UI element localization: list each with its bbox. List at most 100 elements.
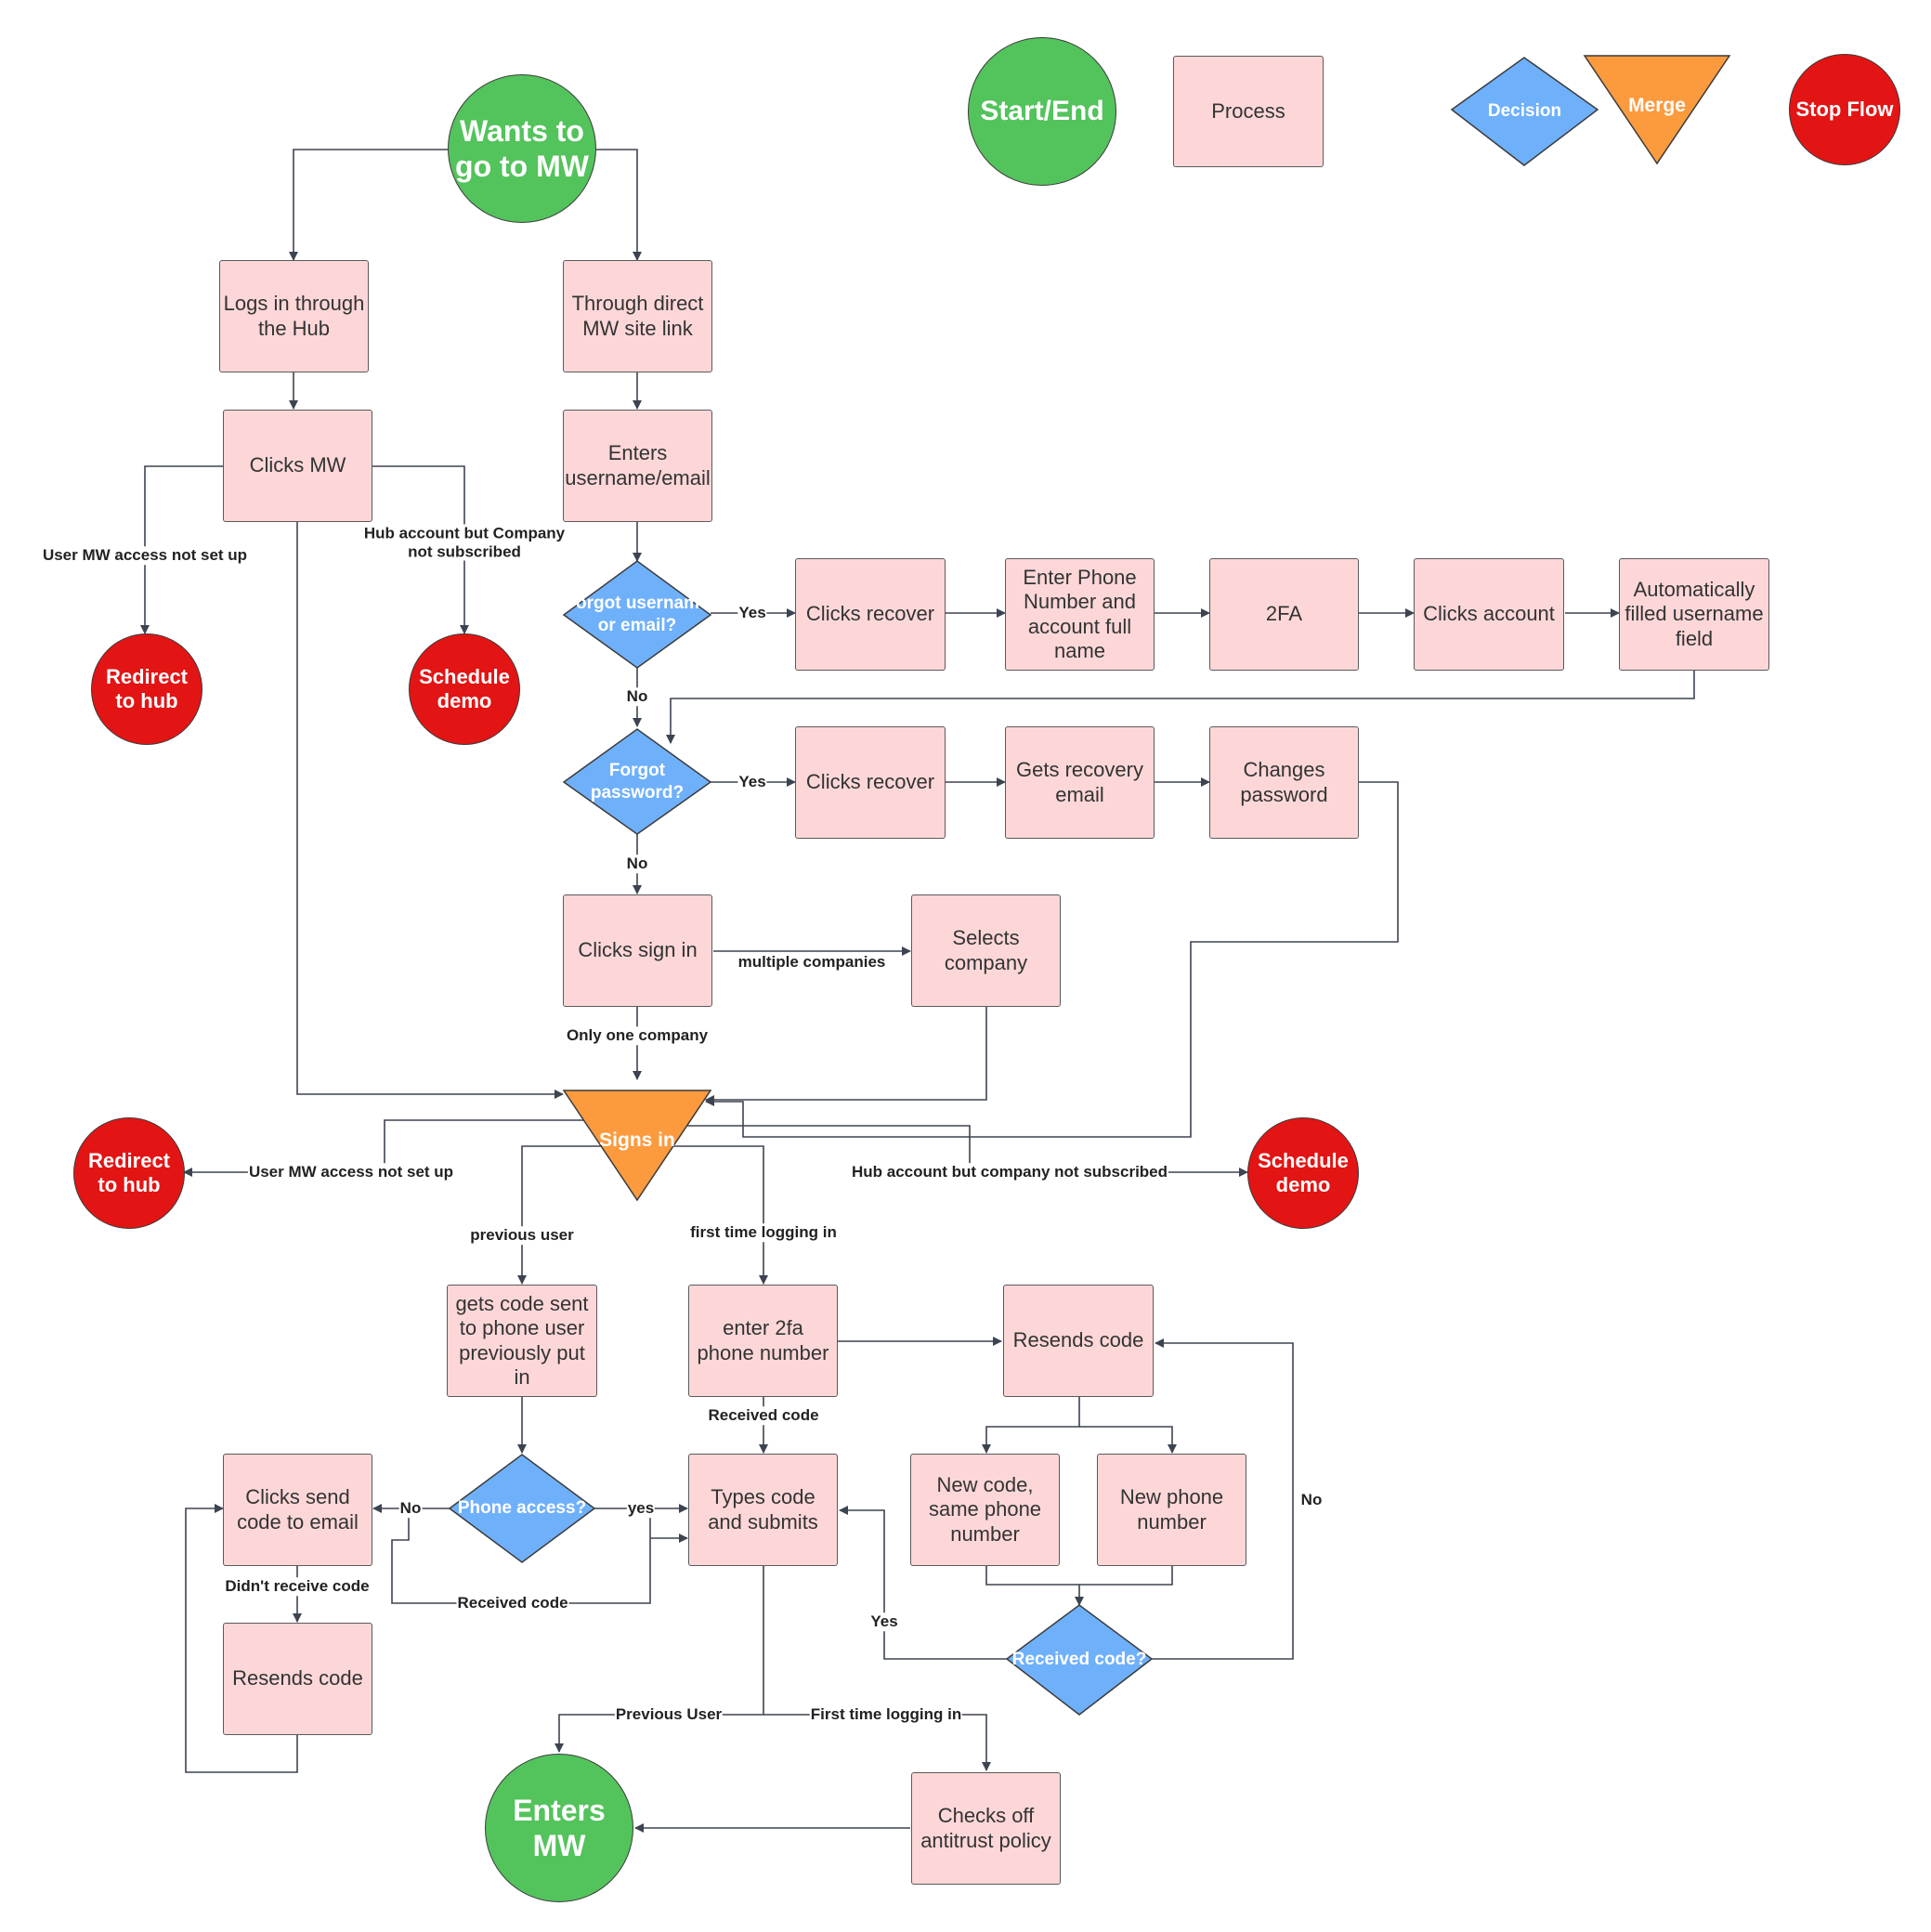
edge-label-no-2: No bbox=[625, 855, 649, 873]
connectors bbox=[140, 149, 1695, 1833]
edge-clicksmw-to-signsin bbox=[296, 522, 564, 1099]
types-code-node: Types code and submits bbox=[688, 1454, 838, 1566]
edge-changes-to-signsin bbox=[705, 781, 1399, 1138]
legend-decision-shape bbox=[1450, 57, 1599, 166]
forgot-username-label: Forgot username or email? bbox=[565, 593, 710, 635]
enter-2fa-phone-label: enter 2fa phone number bbox=[697, 1316, 829, 1364]
selects-company-label: Selects company bbox=[944, 926, 1028, 974]
edge-signsin-firsttime bbox=[671, 1145, 768, 1285]
edge-label-user-mw-access-2: User MW access not set up bbox=[247, 1163, 455, 1181]
resends-code-label-1: Resends code bbox=[1012, 1328, 1144, 1352]
clicks-account-node: Clicks account bbox=[1414, 558, 1564, 671]
legend-start-end: Start/End bbox=[968, 37, 1116, 186]
changes-password-node: Changes password bbox=[1209, 726, 1359, 839]
edge-start-to-direct bbox=[596, 149, 642, 261]
gets-recovery-node: Gets recovery email bbox=[1005, 726, 1155, 839]
legend-start-end-label: Start/End bbox=[980, 96, 1104, 126]
new-phone-label: New phone number bbox=[1119, 1485, 1224, 1534]
new-code-same-label: New code, same phone number bbox=[928, 1472, 1042, 1546]
shapes bbox=[448, 55, 1731, 1716]
edge-label-previous-user-2: Previous User bbox=[614, 1705, 724, 1724]
enters-username-node: Enters username/email bbox=[563, 410, 712, 522]
edge-phoneaccess-no-loop bbox=[391, 1508, 651, 1604]
legend-stop-flow: Stop Flow bbox=[1789, 54, 1900, 165]
gets-recovery-label: Gets recovery email bbox=[1016, 758, 1143, 806]
edge-label-only-one-company: Only one company bbox=[565, 1026, 710, 1045]
clicks-recover-label-2: Clicks recover bbox=[805, 770, 935, 794]
edge-start-to-hub bbox=[289, 149, 448, 261]
resends-code-label-2: Resends code bbox=[232, 1666, 363, 1690]
edge-resend2-loop bbox=[185, 1504, 298, 1773]
edge-label-received-code-1: Received code bbox=[707, 1406, 820, 1425]
signs-in-label: Signs in bbox=[599, 1129, 675, 1151]
clicks-send-email-label: Clicks send code to email bbox=[237, 1485, 359, 1534]
legend-stop-flow-label: Stop Flow bbox=[1795, 97, 1894, 121]
edge-label-no-1: No bbox=[625, 687, 649, 706]
legend-merge-label: Merge bbox=[1628, 94, 1686, 116]
start-node: Wants to go to MW bbox=[448, 74, 596, 223]
start-node-label: Wants to go to MW bbox=[455, 113, 589, 183]
edge-received-yes bbox=[839, 1506, 1007, 1660]
forgot-password-node: Forgot password? bbox=[564, 729, 711, 834]
received-code-node: Received code? bbox=[1007, 1605, 1152, 1715]
edge-label-hub-not-subscribed-1: Hub account but Company not subscribed bbox=[357, 524, 572, 561]
direct-link-label: Through direct MW site link bbox=[571, 292, 704, 340]
redirect-hub-node-1: Redirect to hub bbox=[91, 633, 202, 745]
phone-access-node: Phone access? bbox=[450, 1455, 594, 1562]
legend-merge: Merge bbox=[1585, 85, 1729, 126]
edge-clicksmw-to-demo bbox=[372, 465, 469, 634]
checks-antitrust-label: Checks off antitrust policy bbox=[920, 1804, 1051, 1852]
clicks-mw-node: Clicks MW bbox=[223, 410, 372, 522]
clicks-recover-node-1: Clicks recover bbox=[795, 558, 946, 671]
clicks-recover-label-1: Clicks recover bbox=[805, 602, 935, 626]
edge-received-no bbox=[1152, 1338, 1294, 1660]
legend-merge-shape bbox=[1583, 55, 1731, 165]
redirect-hub-label-1: Redirect to hub bbox=[105, 664, 189, 712]
edge-label-first-time-1: first time logging in bbox=[689, 1223, 838, 1242]
edge-label-yes-3: yes bbox=[626, 1499, 656, 1518]
edge-resend-split-right bbox=[1079, 1426, 1177, 1454]
edge-label-no-3: No bbox=[398, 1499, 423, 1518]
legend-process-label: Process bbox=[1211, 98, 1285, 123]
new-code-same-node: New code, same phone number bbox=[910, 1454, 1060, 1566]
auto-filled-label: Automatically filled username field bbox=[1624, 577, 1764, 650]
changes-password-label: Changes password bbox=[1240, 758, 1328, 806]
legend-process: Process bbox=[1173, 56, 1324, 167]
phone-access-shape bbox=[448, 1454, 596, 1563]
edge-resend-split-left bbox=[982, 1397, 1080, 1454]
resends-code-node-2: Resends code bbox=[223, 1623, 372, 1735]
edge-label-hub-not-subscribed-2: Hub account but company not subscribed bbox=[850, 1163, 1169, 1181]
enter-phone-label: Enter Phone Number and account full name bbox=[1023, 565, 1137, 662]
schedule-demo-node-2: Schedule demo bbox=[1247, 1117, 1359, 1229]
schedule-demo-label-2: Schedule demo bbox=[1258, 1148, 1349, 1196]
clicks-sign-in-label: Clicks sign in bbox=[578, 938, 698, 962]
legend-decision: Decision bbox=[1452, 58, 1598, 165]
gets-code-phone-node: gets code sent to phone user previously … bbox=[447, 1285, 597, 1397]
edge-selects-to-signsin bbox=[705, 1007, 987, 1104]
edge-label-yes-1: Yes bbox=[737, 604, 767, 622]
clicks-mw-label: Clicks MW bbox=[249, 453, 346, 477]
clicks-recover-node-2: Clicks recover bbox=[795, 726, 946, 839]
direct-link-node: Through direct MW site link bbox=[563, 260, 712, 372]
enters-mw-label: Enters MW bbox=[513, 1793, 606, 1862]
clicks-sign-in-node: Clicks sign in bbox=[563, 894, 712, 1007]
forgot-password-shape bbox=[562, 728, 712, 835]
redirect-hub-label-2: Redirect to hub bbox=[87, 1148, 171, 1196]
schedule-demo-node-1: Schedule demo bbox=[409, 633, 520, 745]
edge-label-received-code-2: Received code bbox=[456, 1594, 569, 1612]
edge-label-first-time-2: First time logging in bbox=[809, 1705, 963, 1724]
edge-label-previous-user-1: previous user bbox=[469, 1226, 575, 1245]
edge-label-yes-4: Yes bbox=[869, 1612, 899, 1631]
received-code-shape bbox=[1005, 1604, 1154, 1716]
enter-2fa-phone-node: enter 2fa phone number bbox=[688, 1285, 838, 1397]
edge-label-yes-2: Yes bbox=[737, 773, 767, 791]
checks-antitrust-node: Checks off antitrust policy bbox=[911, 1772, 1061, 1885]
edge-label-user-mw-access-1: User MW access not set up bbox=[41, 546, 249, 565]
clicks-send-email-node: Clicks send code to email bbox=[223, 1454, 372, 1566]
edge-clicksmw-to-redirect bbox=[140, 465, 223, 634]
enter-phone-node: Enter Phone Number and account full name bbox=[1005, 558, 1155, 671]
received-code-q-label: Received code? bbox=[1011, 1650, 1147, 1670]
logs-in-hub-node: Logs in through the Hub bbox=[219, 260, 369, 372]
selects-company-node: Selects company bbox=[911, 894, 1061, 1007]
